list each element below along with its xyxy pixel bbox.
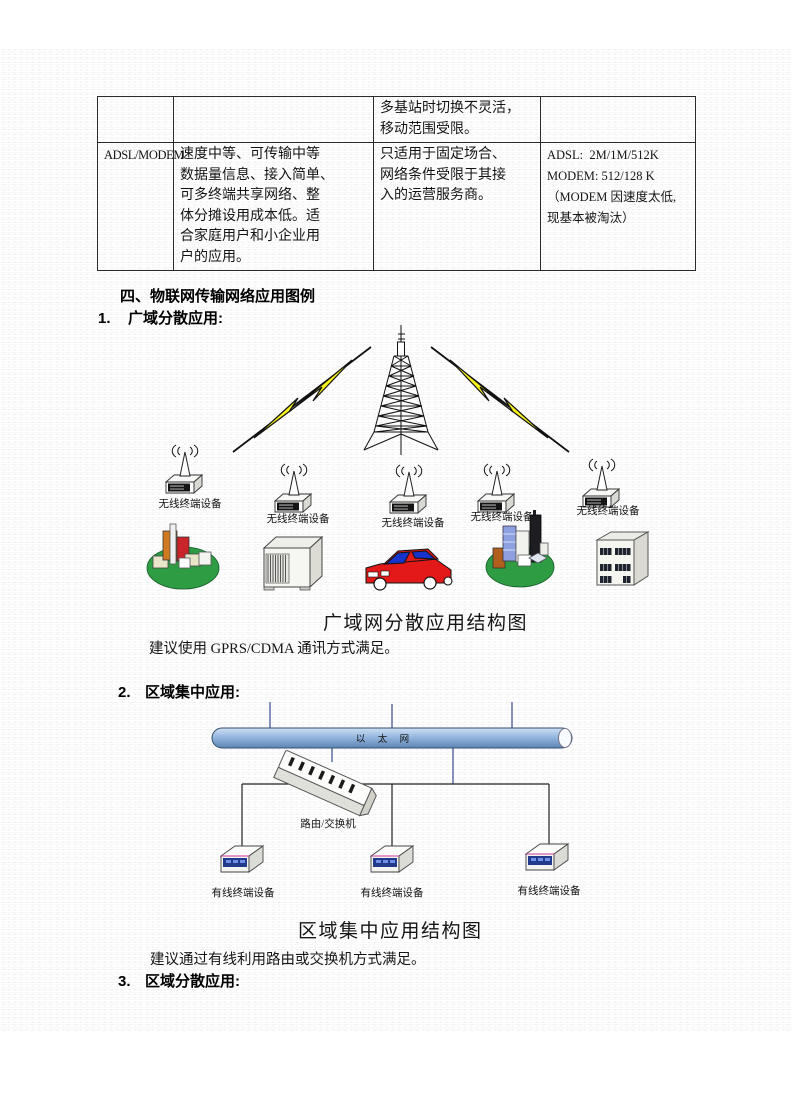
diagram2-advice: 建议通过有线利用路由或交换机方式满足。 <box>150 952 426 968</box>
cell-line: 数据量信息、接入简单、 <box>180 167 334 183</box>
lightning-bolt-icon-right <box>430 346 570 453</box>
cell-line: 速度中等、可传输中等 <box>180 147 320 162</box>
cell-line: MODEM: 512/128 K <box>547 169 655 183</box>
section-heading: 四、物联网传输网络应用图例 <box>120 288 316 305</box>
wired-device-icon <box>525 843 569 871</box>
item-number: 1. <box>98 310 111 327</box>
cell-line: 只适用于固定场合、 <box>380 147 506 162</box>
wired-device-label: 有线终端设备 <box>518 884 581 897</box>
diagram2-caption: 区域集中应用结构图 <box>298 921 483 942</box>
item-heading-3: 3. 区域分散应用: <box>118 970 240 991</box>
table-cell-speed: ADSL: 2M/1M/512K MODEM: 512/128 K （MODEM… <box>540 142 696 271</box>
car-scene-icon <box>365 548 453 591</box>
comparison-table: 多基站时切换不灵活， 移动范围受限。 ADSL/MODEM 速度中等、可传输中等… <box>97 96 696 271</box>
item-number: 3. <box>118 973 131 990</box>
wireless-device-label: 无线终端设备 <box>577 504 640 517</box>
item-heading-2: 2. 区域集中应用: <box>118 681 240 702</box>
cell-line: 合家庭用户和小企业用 <box>180 229 320 244</box>
cell-line: （MODEM 因速度太低, <box>547 190 677 204</box>
building-scene-icon <box>595 531 650 586</box>
item-heading-1: 1. 广域分散应用: <box>98 307 223 328</box>
ethernet-label: 以 太 网 <box>356 733 414 745</box>
table-cell-empty <box>97 96 174 143</box>
table-cell-disadvantage: 只适用于固定场合、 网络条件受限于其接 入的运营服务商。 <box>373 142 541 271</box>
item-label: 区域集中应用: <box>145 684 240 701</box>
wireless-device-icon <box>165 444 203 494</box>
radio-tower-icon <box>363 325 439 455</box>
cell-line: 体分摊设用成本低。适 <box>180 208 320 224</box>
item-label: 广域分散应用: <box>128 310 223 327</box>
bus-wiring-lines <box>241 783 550 848</box>
wired-device-icon <box>370 845 414 873</box>
ethernet-bus <box>211 727 573 749</box>
diagram1-advice: 建议使用 GPRS/CDMA 通讯方式满足。 <box>149 641 399 657</box>
wireless-device-label: 无线终端设备 <box>471 510 534 523</box>
wired-device-label: 有线终端设备 <box>361 886 424 899</box>
router-label: 路由/交换机 <box>300 817 356 830</box>
lightning-bolt-icon-left <box>232 346 372 453</box>
table-cell-advantage: 速度中等、可传输中等 数据量信息、接入简单、 可多终端共享网络、整 体分摊设用成… <box>173 142 374 271</box>
wireless-device-label: 无线终端设备 <box>382 516 445 529</box>
diagram1-caption: 广域网分散应用结构图 <box>323 613 529 634</box>
wired-device-icon <box>220 845 264 873</box>
server-scene-icon <box>262 535 324 591</box>
cell-line: 移动范围受限。 <box>380 121 478 137</box>
uplink-lines <box>269 702 513 784</box>
city-tower-scene-icon <box>485 510 555 588</box>
wireless-device-icon <box>274 463 312 513</box>
table-cell-empty <box>540 96 696 143</box>
wireless-device-icon <box>389 464 427 514</box>
table-cell-tech-name: ADSL/MODEM <box>97 142 184 271</box>
cell-line: 网络条件受限于其接 <box>380 167 506 183</box>
table-cell-disadvantage-cont: 多基站时切换不灵活， 移动范围受限。 <box>373 96 541 143</box>
cell-line: 入的运营服务商。 <box>380 188 492 203</box>
wireless-device-label: 无线终端设备 <box>159 497 222 510</box>
city-scene-icon <box>146 523 220 590</box>
lan-diagram: 以 太 网 路由/交换机 有线终端设备 有线终端设备 有线终端设备 <box>211 702 581 899</box>
cell-line: 多基站时切换不灵活， <box>380 101 520 116</box>
cell-line: 现基本被淘汰） <box>547 211 635 225</box>
wireless-device-label: 无线终端设备 <box>267 512 330 525</box>
wired-device-label: 有线终端设备 <box>212 886 275 899</box>
wan-diagram: 无线终端设备 无线终端设备 无线终端设备 无线终端设备 无线终端设备 <box>146 325 650 591</box>
wireless-device-icon <box>477 463 515 513</box>
cell-line: 可多终端共享网络、整 <box>180 188 320 203</box>
item-label: 区域分散应用: <box>145 973 240 990</box>
wireless-device-icon <box>582 458 620 508</box>
router-icon <box>273 750 377 817</box>
cell-line: ADSL: 2M/1M/512K <box>547 148 659 162</box>
cell-line: 户的应用。 <box>180 249 250 265</box>
table-cell-empty <box>173 96 374 143</box>
item-number: 2. <box>118 684 131 701</box>
